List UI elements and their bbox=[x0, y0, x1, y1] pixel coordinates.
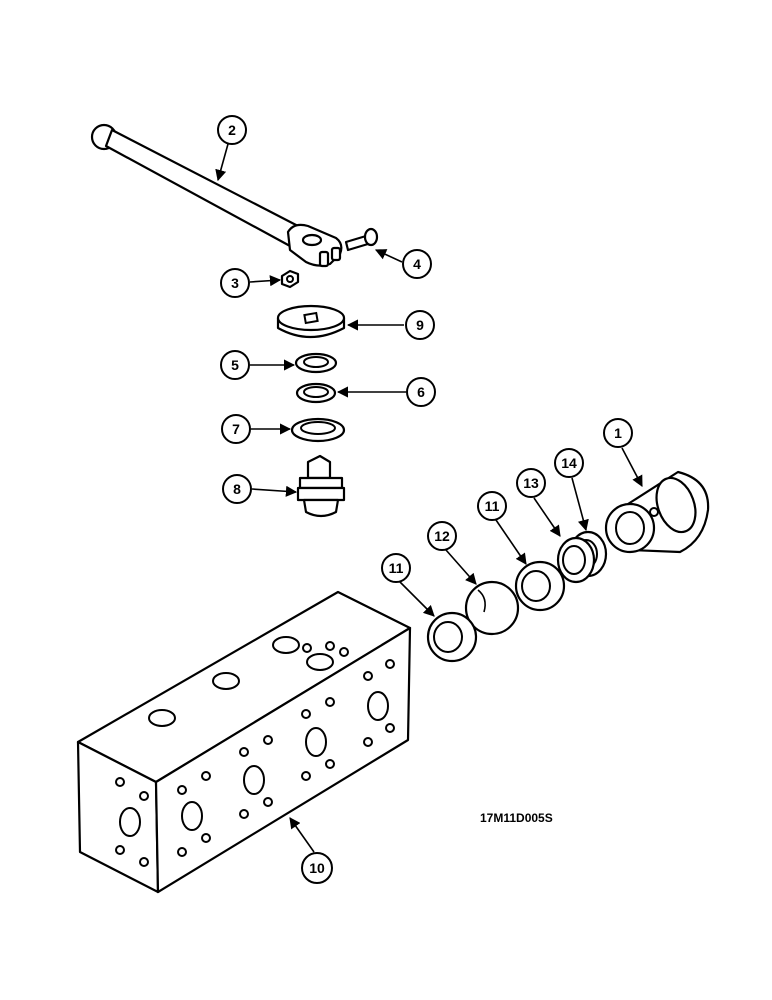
callout-2-label: 2 bbox=[228, 122, 236, 138]
callout-1: 1 bbox=[603, 418, 643, 487]
valve-seat-11-upper bbox=[514, 560, 566, 612]
callout-7: 7 bbox=[221, 414, 292, 444]
callout-6-label: 6 bbox=[417, 384, 425, 400]
seal-ring-6 bbox=[295, 382, 337, 404]
callout-12: 12 bbox=[427, 521, 477, 585]
control-lever bbox=[90, 123, 343, 268]
callout-5-label: 5 bbox=[231, 357, 239, 373]
cover-plate bbox=[276, 304, 346, 338]
drawing-code: 17M11D005S bbox=[480, 811, 553, 825]
seal-ring-5 bbox=[294, 352, 338, 374]
callout-4-label: 4 bbox=[413, 256, 421, 272]
callout-1-label: 1 bbox=[614, 425, 622, 441]
seal-ring-7 bbox=[290, 417, 346, 443]
callout-3: 3 bbox=[220, 268, 282, 298]
callout-9: 9 bbox=[346, 310, 435, 340]
callout-5: 5 bbox=[220, 350, 296, 380]
callout-2: 2 bbox=[215, 115, 247, 182]
callout-11-upper: 11 bbox=[477, 491, 527, 565]
callout-13: 13 bbox=[516, 468, 561, 537]
callout-11-upper-label: 11 bbox=[485, 498, 500, 514]
valve-spool bbox=[296, 454, 346, 518]
callout-14: 14 bbox=[554, 448, 589, 532]
callout-8-label: 8 bbox=[233, 481, 241, 497]
callout-12-label: 12 bbox=[434, 528, 450, 544]
callout-8: 8 bbox=[222, 474, 298, 504]
valve-block bbox=[76, 590, 412, 894]
bolt bbox=[344, 227, 379, 252]
callout-3-label: 3 bbox=[231, 275, 239, 291]
callout-4: 4 bbox=[374, 249, 432, 279]
callout-7-label: 7 bbox=[232, 421, 240, 437]
valve-ball bbox=[464, 580, 520, 636]
valve-body bbox=[604, 470, 710, 554]
callout-10: 10 bbox=[289, 817, 333, 884]
callout-6: 6 bbox=[336, 377, 436, 407]
valve-seat-11-lower bbox=[426, 611, 478, 663]
callout-9-label: 9 bbox=[416, 317, 424, 333]
callout-13-label: 13 bbox=[523, 475, 539, 491]
callout-10-label: 10 bbox=[309, 860, 325, 876]
seal-ring-13 bbox=[556, 536, 596, 584]
callout-14-label: 14 bbox=[561, 455, 577, 471]
callout-11-lower-label: 11 bbox=[389, 560, 404, 576]
callout-11-lower: 11 bbox=[381, 553, 435, 617]
nut bbox=[280, 269, 300, 289]
